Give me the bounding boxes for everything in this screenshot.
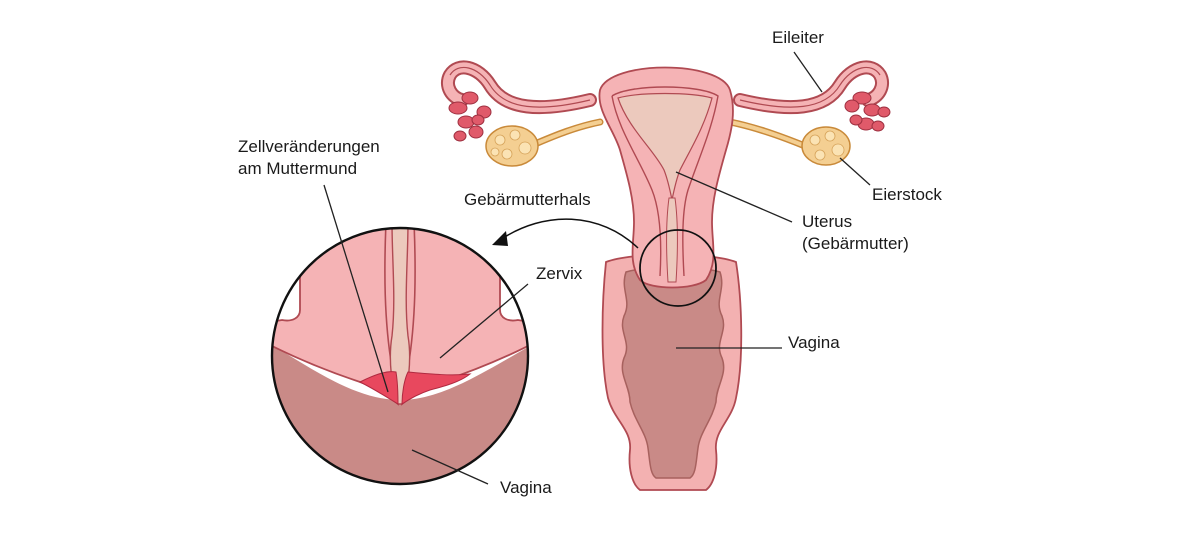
vagina-inner bbox=[621, 266, 725, 479]
label-zellveraenderungen-line1: Zellveränderungen bbox=[238, 137, 380, 156]
left-ovary bbox=[485, 125, 539, 167]
label-vagina-zoom: Vagina bbox=[500, 478, 552, 497]
label-eierstock: Eierstock bbox=[872, 185, 942, 204]
label-vagina-main: Vagina bbox=[788, 333, 840, 352]
zoom-arrowhead bbox=[492, 231, 508, 246]
leader-lines bbox=[323, 51, 871, 485]
label-zellveraenderungen-line2: am Muttermund bbox=[238, 159, 358, 178]
lesion-right bbox=[401, 371, 472, 405]
zoom-circle-outline bbox=[270, 226, 530, 486]
lesion-left bbox=[358, 371, 399, 405]
label-uterus-sub: (Gebärmutter) bbox=[802, 234, 909, 253]
right-ovary bbox=[801, 126, 851, 166]
label-eileiter: Eileiter bbox=[772, 28, 824, 47]
label-gebaermutterhals: Gebärmutterhals bbox=[464, 190, 591, 209]
left-fimbriae bbox=[448, 91, 492, 142]
right-fimbriae bbox=[844, 91, 891, 132]
zoom-arrow bbox=[499, 218, 639, 249]
zoom-view bbox=[272, 228, 528, 484]
cervical-canal bbox=[666, 197, 678, 283]
uterus-illustration bbox=[440, 60, 891, 491]
label-zervix: Zervix bbox=[536, 264, 583, 283]
cervix-highlight-circle bbox=[639, 229, 717, 307]
uterine-cavity bbox=[617, 92, 713, 201]
label-uterus: Uterus bbox=[802, 212, 853, 231]
